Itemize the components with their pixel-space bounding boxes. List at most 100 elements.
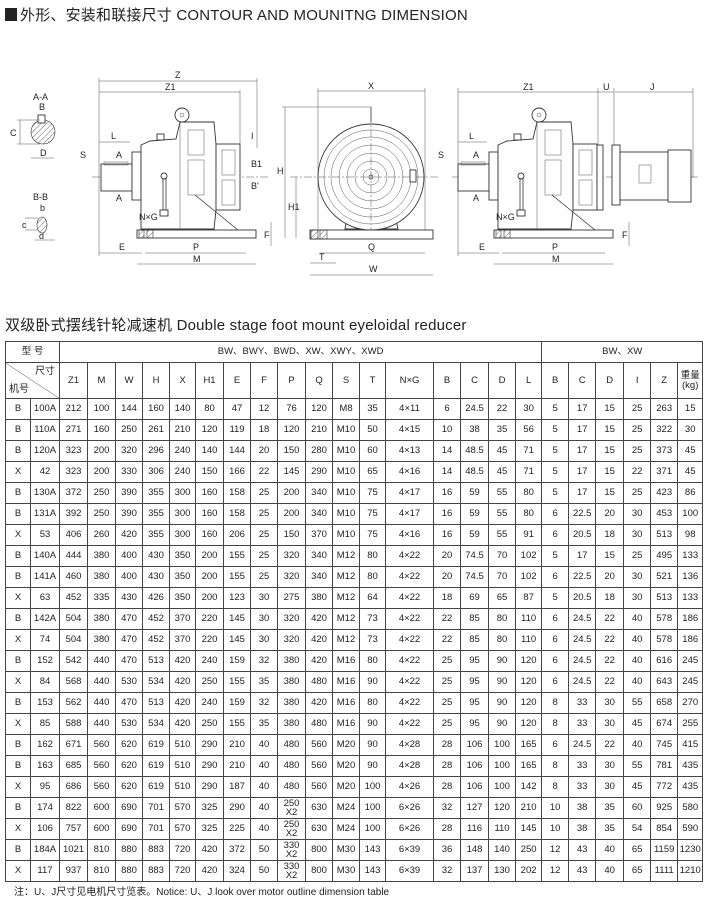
value-cell: 470	[115, 629, 144, 651]
value-cell: 220	[195, 608, 225, 630]
value-cell: 350	[169, 545, 197, 567]
value-cell: 588	[59, 713, 89, 735]
value-cell: 24.5	[460, 398, 490, 420]
label-m: M	[552, 254, 560, 264]
value-cell: 17	[568, 419, 597, 441]
value-cell: 4×22	[385, 545, 435, 567]
column-header: H1	[195, 362, 225, 399]
value-cell: M20	[332, 755, 361, 777]
value-cell: 616	[650, 650, 679, 672]
value-cell: 22.5	[568, 503, 597, 525]
value-cell: 166	[223, 461, 252, 483]
value-cell: 504	[59, 608, 89, 630]
value-cell: 355	[142, 524, 171, 546]
dimension-drawing: A-A B C D B-B b c d Z Z1 L S A A I	[10, 70, 700, 276]
value-cell: 75	[359, 503, 387, 525]
value-cell: 55	[488, 503, 517, 525]
label-c-small: c	[22, 220, 27, 230]
label-f: F	[622, 230, 628, 240]
value-cell: 290	[195, 776, 225, 798]
value-cell: 38	[568, 797, 597, 819]
model-cell: 142A	[29, 608, 61, 630]
value-cell: 5	[541, 545, 570, 567]
group-header-bw-xw-all: BW、BWY、BWD、XW、XWY、XWD	[59, 341, 543, 363]
value-cell: 12	[541, 860, 570, 882]
value-cell: M16	[332, 650, 361, 672]
value-cell: 245	[677, 650, 704, 672]
series-cell: X	[5, 629, 31, 651]
column-header: B	[433, 362, 462, 399]
value-cell: 155	[223, 566, 252, 588]
value-cell: 25	[250, 524, 279, 546]
label-u: U	[603, 82, 610, 92]
value-cell: 20	[433, 566, 462, 588]
value-cell: 145	[223, 629, 252, 651]
model-header: 型 号	[4, 341, 61, 363]
value-cell: 420	[305, 608, 334, 630]
value-cell: 45	[623, 776, 652, 798]
value-cell: 69	[460, 587, 490, 609]
value-cell: 144	[223, 440, 252, 462]
model-cell: 84	[29, 671, 61, 693]
value-cell: M16	[332, 692, 361, 714]
column-header: W	[115, 362, 144, 399]
value-cell: 250	[195, 713, 225, 735]
value-cell: 120	[277, 419, 307, 441]
value-cell: 340	[305, 503, 334, 525]
value-cell: 140	[488, 839, 517, 861]
column-header: P	[277, 362, 307, 399]
value-cell: 1111	[650, 860, 679, 882]
value-cell: 22	[433, 629, 462, 651]
value-cell: 28	[433, 734, 462, 756]
column-header: Z	[650, 362, 679, 399]
value-cell: 55	[623, 755, 652, 777]
value-cell: 350	[169, 587, 197, 609]
value-cell: 5	[541, 461, 570, 483]
column-header: Z1	[59, 362, 89, 399]
value-cell: 76	[277, 398, 307, 420]
model-cell: 42	[29, 461, 61, 483]
value-cell: 25	[250, 566, 279, 588]
value-cell: 430	[142, 545, 171, 567]
value-cell: 71	[515, 461, 543, 483]
value-cell: 300	[169, 524, 197, 546]
model-cell: 117	[29, 860, 61, 882]
value-cell: 40	[250, 755, 279, 777]
series-cell: B	[5, 755, 31, 777]
value-cell: 22	[595, 608, 625, 630]
label-h: H	[277, 166, 284, 176]
value-cell: 340	[305, 482, 334, 504]
value-cell: 155	[223, 545, 252, 567]
footer-note: 注：U、J尺寸见电机尺寸览表。Notice: U、J look over mot…	[14, 887, 390, 898]
value-cell: 120	[515, 692, 543, 714]
value-cell: 91	[515, 524, 543, 546]
column-header: D	[488, 362, 517, 399]
value-cell: 513	[650, 524, 679, 546]
value-cell: 420	[195, 860, 225, 882]
value-cell: 420	[115, 524, 144, 546]
model-cell: 110A	[29, 419, 61, 441]
value-cell: 22	[595, 734, 625, 756]
value-cell: 32	[433, 860, 462, 882]
value-cell: 100	[359, 776, 387, 798]
value-cell: 300	[169, 503, 197, 525]
value-cell: 22.5	[568, 566, 597, 588]
value-cell: 380	[87, 545, 117, 567]
value-cell: 6×26	[385, 797, 435, 819]
value-cell: 106	[460, 734, 490, 756]
value-cell: 100	[488, 776, 517, 798]
value-cell: 5	[541, 440, 570, 462]
value-cell: 240	[169, 461, 197, 483]
value-cell: 110	[488, 818, 517, 840]
column-header: H	[142, 362, 171, 399]
value-cell: 686	[59, 776, 89, 798]
value-cell: 6	[541, 566, 570, 588]
value-cell: 22	[488, 398, 517, 420]
value-cell: 24.5	[568, 608, 597, 630]
value-cell: 290	[195, 734, 225, 756]
side-view: Z Z1 L S A A I B1 B' N×G E P M F	[80, 70, 272, 265]
